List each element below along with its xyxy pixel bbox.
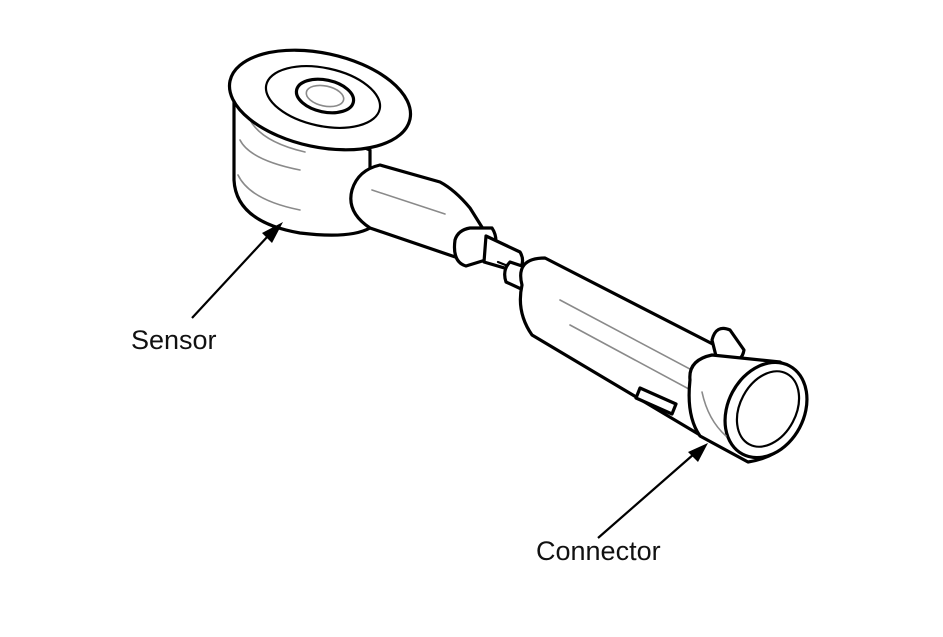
sensor-leader-arrow [191,222,283,319]
connector-label: Connector [536,536,661,566]
sensor-body-icon [227,48,492,264]
sensor-label: Sensor [131,325,217,355]
connector-icon [518,256,809,464]
connector-leader-arrow [597,443,708,539]
